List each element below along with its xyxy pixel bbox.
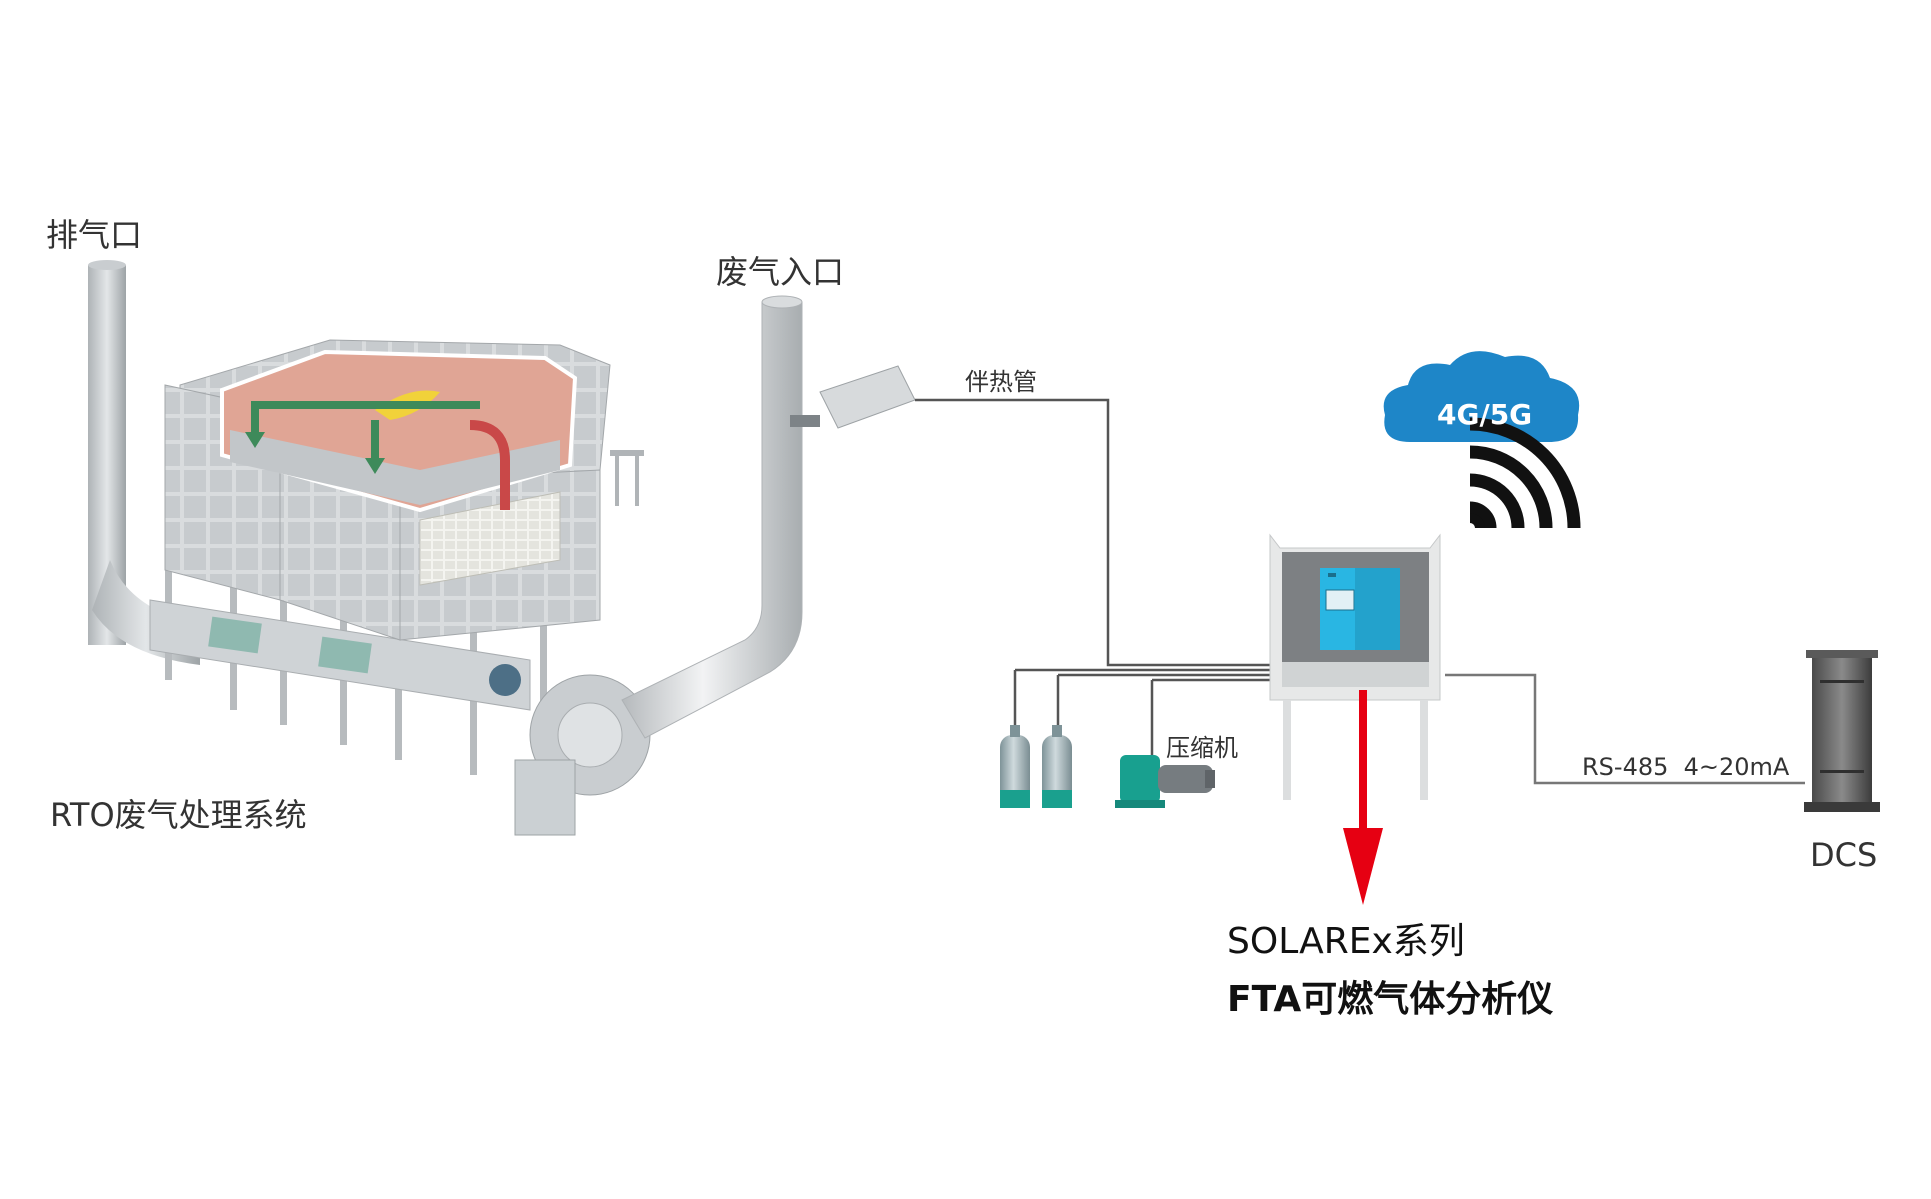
gas-cylinder-1 [1000, 725, 1030, 808]
analyzer-pointer-arrow [1343, 690, 1383, 905]
waste-gas-duct [621, 295, 916, 739]
protocol-label: RS-485 4~20mA [1582, 753, 1790, 781]
rto-system-label: RTO废气处理系统 [50, 796, 307, 834]
analyzer-name-label: FTA可燃气体分析仪 [1227, 979, 1554, 1020]
compressor-label: 压缩机 [1166, 734, 1238, 762]
gas-cylinder-2 [1042, 725, 1072, 808]
wireless-signal-icon [1469, 417, 1581, 529]
rto-unit [88, 260, 651, 836]
exhaust-outlet-label: 排气口 [46, 216, 143, 254]
compressor-unit [1115, 755, 1215, 808]
analyzer-series-label: SOLAREx系列 [1227, 921, 1465, 962]
network-label: 4G/5G [1437, 398, 1533, 431]
analyzer-enclosure [1269, 533, 1441, 800]
dcs-label: DCS [1810, 836, 1878, 874]
waste-gas-inlet-label: 废气入口 [716, 253, 845, 291]
heat-trace-pipe-label: 伴热管 [965, 368, 1037, 396]
dcs-cabinet-icon [1804, 650, 1880, 812]
signal-line [1445, 673, 1805, 785]
blower-fan [489, 664, 651, 836]
network-cloud-icon [1383, 351, 1580, 442]
analyzer-cabinet [1320, 568, 1400, 650]
